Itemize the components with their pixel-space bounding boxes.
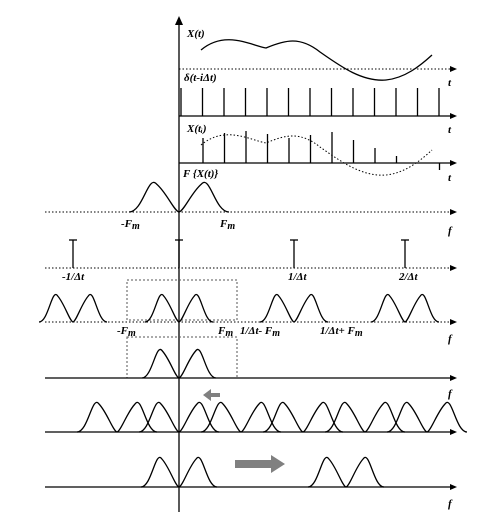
periodic-lobes — [38, 293, 440, 323]
impulse-label-pos2: 2/Δt — [398, 271, 418, 283]
row-sampled: X(tᵢ) t — [179, 123, 457, 184]
sampled-axis-arrow — [450, 160, 457, 166]
passband-box — [126, 279, 238, 321]
row-aliased — [45, 389, 468, 435]
periodic-label-fm: Fm — [217, 325, 233, 339]
aliased-lobes — [76, 401, 468, 433]
periodic-axis-label: f — [448, 333, 453, 345]
periodic-lobe — [38, 293, 108, 323]
filtered-axis-label: f — [448, 388, 453, 400]
signal-curve — [200, 39, 433, 81]
sampled-envelope — [200, 134, 433, 176]
sampling-axis-label: t — [448, 124, 452, 136]
row-spectrum: F {X(t)} f -Fm Fm — [45, 168, 457, 237]
periodic-label-diff: 1/Δt- Fm — [240, 325, 280, 339]
row-periodic: f -Fm Fm 1/Δt- Fm 1/Δt+ Fm — [38, 279, 457, 345]
sampled-stems — [202, 131, 441, 170]
filtered-axis-arrow — [450, 375, 457, 381]
periodic-lobe — [370, 293, 440, 323]
filter-box — [126, 336, 238, 379]
row-shifted: f — [45, 455, 457, 510]
shifted-axis-label: f — [448, 498, 453, 510]
row-sampling: δ(t-iΔt) t — [179, 72, 457, 136]
vertical-axis-arrowhead — [175, 16, 183, 25]
row-impulses: -1/Δt 1/Δt 2/Δt — [45, 239, 457, 283]
spectrum-neg-fm: -Fm — [121, 218, 140, 232]
sampling-impulse-train — [180, 88, 440, 116]
sampling-axis-arrow — [450, 113, 457, 119]
right-arrow-icon — [235, 455, 285, 473]
spectrum-axis-arrow — [450, 209, 457, 215]
sampled-axis-label: t — [448, 172, 452, 184]
signal-axis-arrow — [450, 66, 457, 72]
left-arrow-icon — [203, 389, 220, 401]
shifted-axis-arrow — [450, 484, 457, 490]
spectrum-pos-fm: Fm — [219, 218, 235, 232]
periodic-label-neg-fm: -Fm — [117, 325, 136, 339]
row-signal: X(t) t — [179, 28, 457, 89]
sampled-label: X(tᵢ) — [186, 123, 207, 135]
impulse-label-neg1: -1/Δt — [62, 271, 85, 283]
shifted-lobe — [307, 456, 385, 488]
frequency-impulse-train — [69, 239, 409, 268]
spectrum-axis-label: f — [448, 225, 453, 237]
periodic-lobe — [259, 293, 329, 323]
impulses-axis-arrow — [450, 265, 457, 271]
signal-axis-label: t — [448, 77, 452, 89]
signal-label: X(t) — [186, 28, 205, 40]
sampling-label: δ(t-iΔt) — [184, 72, 217, 84]
aliased-axis-arrow — [450, 429, 457, 435]
periodic-axis-arrow — [450, 319, 457, 325]
impulse-label-pos1: 1/Δt — [288, 271, 307, 283]
row-filtered: f — [45, 336, 457, 400]
spectrum-label: F {X(t)} — [182, 168, 218, 180]
periodic-label-sum: 1/Δt+ Fm — [320, 325, 363, 339]
